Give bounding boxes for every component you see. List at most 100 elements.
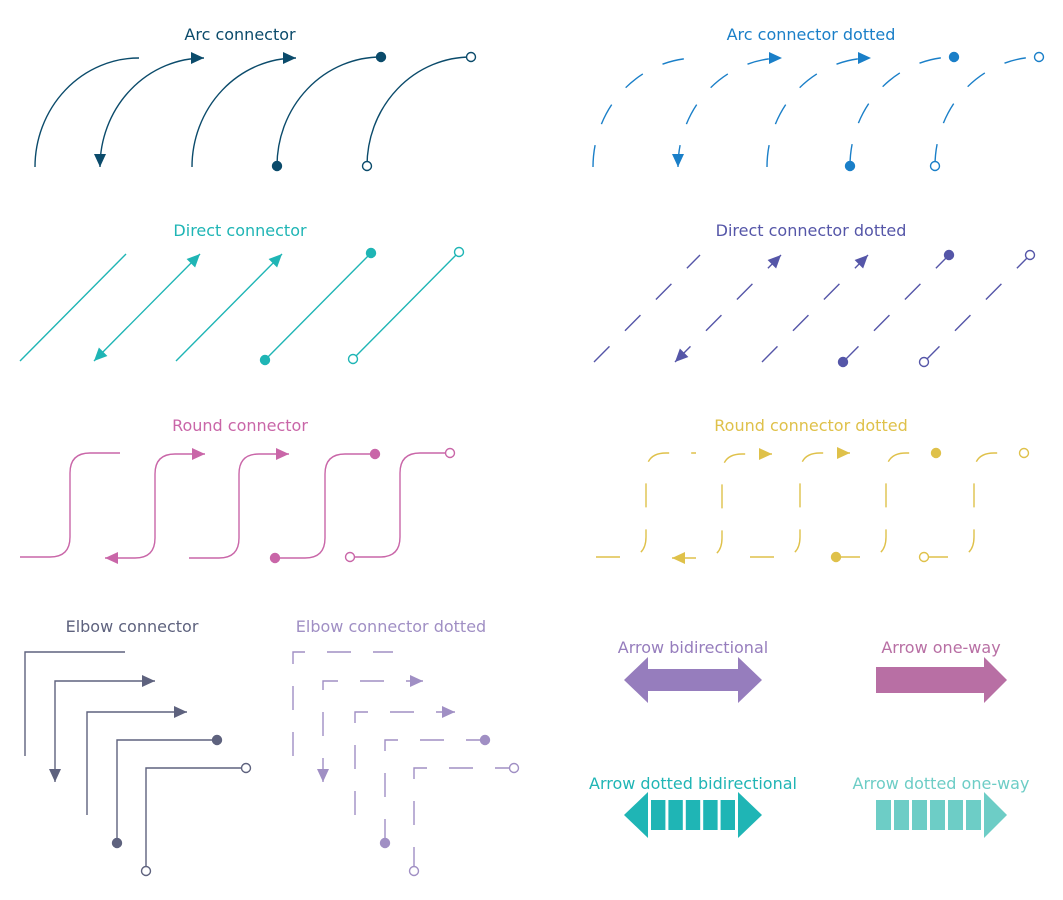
hollow-dot-icon — [465, 51, 477, 63]
arrow-segment — [930, 800, 945, 830]
arrow-dotted-bidirectional[interactable] — [624, 792, 762, 838]
round-connector-arrow[interactable] — [189, 448, 289, 559]
filled-dot-icon — [830, 551, 842, 563]
elbow-connector-dotted-line — [322, 680, 423, 782]
direct-connector-dotted-plain[interactable] — [593, 254, 701, 363]
filled-dot-icon — [369, 448, 381, 460]
arrowhead-icon — [192, 448, 205, 460]
hollow-dot-icon — [408, 865, 420, 877]
arc-connector-dotted-arrow[interactable] — [766, 52, 872, 168]
block-arrow-shape — [624, 657, 762, 703]
arrowhead-icon — [858, 52, 871, 64]
arc-connector-dotted-line — [934, 56, 1040, 167]
round-connector-dotted-title: Round connector dotted — [714, 416, 907, 435]
direct-connector-title: Direct connector — [173, 221, 307, 240]
elbow-connector-dotted-title: Elbow connector dotted — [296, 617, 486, 636]
direct-connector-arrow[interactable] — [175, 253, 283, 362]
elbow-connector-arrow[interactable] — [86, 706, 187, 815]
elbow-connector-bidirectional-arrow[interactable] — [49, 675, 155, 782]
arc-connector-dotted-filled-dot[interactable] — [844, 51, 960, 172]
elbow-connector-title: Elbow connector — [66, 617, 199, 636]
filled-dot-icon — [837, 356, 849, 368]
round-connector-dotted-hollow-dot[interactable] — [918, 447, 1030, 563]
direct-connector-line — [175, 253, 283, 362]
arc-connector-dotted-hollow-dot[interactable] — [929, 51, 1045, 172]
round-connector-line — [105, 453, 205, 559]
direct-connector-line — [19, 253, 127, 362]
arc-connector-dotted-plain[interactable] — [592, 57, 698, 168]
elbow-connector-plain[interactable] — [24, 651, 125, 756]
filled-dot-icon — [365, 247, 377, 259]
arrowhead-icon — [94, 154, 106, 167]
arc-connector-line — [99, 57, 205, 168]
arc-connector-line — [276, 56, 382, 167]
filled-dot-icon — [943, 249, 955, 261]
direct-connector-dotted-filled-dot[interactable] — [837, 249, 955, 368]
elbow-connector-dotted-bidirectional-arrow[interactable] — [317, 675, 423, 782]
arrow-dotted-one-way[interactable] — [876, 792, 1007, 838]
arrow-segment — [668, 800, 683, 830]
round-connector-line — [20, 452, 120, 558]
elbow-connector-line — [24, 651, 125, 756]
arrow-segment — [948, 800, 963, 830]
direct-connector-dotted-line — [674, 254, 782, 363]
arc-connector-hollow-dot[interactable] — [361, 51, 477, 172]
elbow-connector-dotted-plain[interactable] — [292, 651, 393, 756]
direct-connector-hollow-dot[interactable] — [347, 246, 465, 365]
direct-connector-dotted-bidirectional-arrow[interactable] — [674, 254, 782, 363]
elbow-connector-filled-dot[interactable] — [111, 734, 223, 849]
arrowhead-icon — [672, 552, 685, 564]
arrowhead-icon — [837, 447, 850, 459]
round-connector-plain[interactable] — [20, 452, 120, 558]
direct-connector-plain[interactable] — [19, 253, 127, 362]
arrowhead-icon — [174, 706, 187, 718]
filled-dot-icon — [375, 51, 387, 63]
direct-connector-dotted-hollow-dot[interactable] — [918, 249, 1036, 368]
round-connector-dotted-line — [596, 452, 696, 558]
arrowhead-icon — [984, 792, 1007, 838]
round-connector-line — [189, 453, 289, 559]
round-connector-dotted-bidirectional-arrow[interactable] — [672, 448, 772, 564]
arrowhead-icon — [317, 769, 329, 782]
hollow-dot-icon — [344, 551, 356, 563]
elbow-connector-dotted-filled-dot[interactable] — [379, 734, 491, 849]
arrow-segment — [685, 800, 701, 830]
round-connector-bidirectional-arrow[interactable] — [105, 448, 205, 564]
round-connector-filled-dot[interactable] — [269, 448, 381, 564]
elbow-connector-dotted-hollow-dot[interactable] — [408, 762, 520, 877]
arrowhead-icon — [283, 52, 296, 64]
round-connector-dotted-arrow[interactable] — [750, 447, 850, 558]
round-connector-dotted-line — [750, 452, 850, 558]
arc-connector-filled-dot[interactable] — [271, 51, 387, 172]
direct-connector-bidirectional-arrow[interactable] — [93, 253, 201, 362]
arc-connector-dotted-line — [766, 57, 872, 168]
arrowhead-icon — [191, 52, 204, 64]
round-connector-dotted-plain[interactable] — [596, 452, 696, 558]
direct-connector-filled-dot[interactable] — [259, 247, 377, 366]
arc-connector-arrow[interactable] — [191, 52, 297, 168]
arrowhead-icon — [624, 792, 648, 838]
elbow-connector-dotted-line — [413, 767, 514, 871]
arc-connector-plain[interactable] — [34, 57, 140, 168]
elbow-connector-line — [116, 739, 217, 843]
elbow-connector-hollow-dot[interactable] — [140, 762, 252, 877]
arrow-one-way[interactable] — [876, 657, 1007, 703]
arrow-segment — [966, 800, 981, 830]
arc-connector-dotted-bidirectional-arrow[interactable] — [672, 52, 783, 168]
arrowhead-icon — [276, 448, 289, 460]
direct-connector-dotted-arrow[interactable] — [761, 254, 869, 363]
hollow-dot-icon — [1033, 51, 1045, 63]
hollow-dot-icon — [140, 865, 152, 877]
arrowhead-icon — [186, 254, 200, 268]
arc-connector-bidirectional-arrow[interactable] — [94, 52, 205, 168]
elbow-connector-dotted-line — [292, 651, 393, 756]
arrowhead-icon — [49, 769, 61, 782]
elbow-connector-line — [145, 767, 246, 871]
arc-connector-title: Arc connector — [184, 25, 296, 44]
elbow-connector-dotted-arrow[interactable] — [354, 706, 455, 815]
round-connector-dotted-filled-dot[interactable] — [830, 447, 942, 563]
arrow-bidirectional[interactable] — [624, 657, 762, 703]
round-connector-hollow-dot[interactable] — [344, 447, 456, 563]
direct-connector-line — [93, 253, 201, 362]
